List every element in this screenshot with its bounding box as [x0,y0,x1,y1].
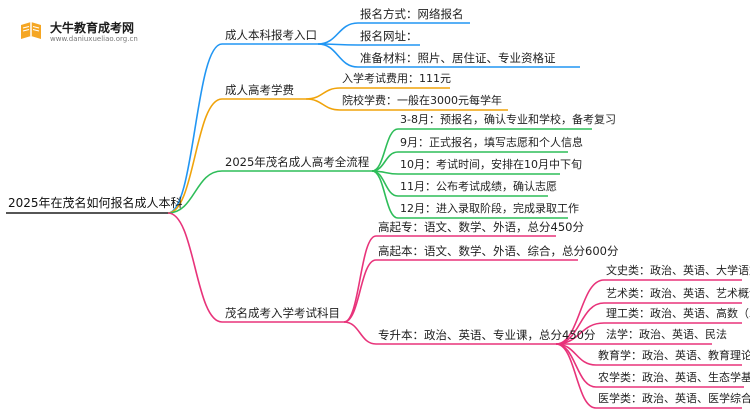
site-logo: 大牛教育成考网 www.daniuxueliao.org.cn [18,16,168,48]
process-item: 11月：公布考试成绩，确认志愿 [400,180,557,193]
connector-process-item [371,170,399,219]
category-item: 农学类：政治、英语、生态学基础 [598,371,750,384]
category-item: 文史类：政治、英语、大学语文 [606,264,750,277]
process-item: 9月：正式报名，填写志愿和个人信息 [400,136,583,149]
category-item: 法学：政治、英语、民法 [606,328,727,341]
branch-fees: 成人高考学费 [225,83,294,97]
connector-root-fees [167,98,223,214]
category-item: 理工类：政治、英语、高数（二） [606,307,750,320]
logo-url: www.daniuxueliao.org.cn [50,35,138,43]
fee-item: 院校学费：一般在3000元每学年 [342,94,502,107]
entry-item: 报名方式：网络报名 [360,7,464,21]
entry-item: 报名网址： [360,29,418,43]
subject-item: 专升本：政治、英语、专业课，总分450分 [378,328,596,342]
connector-root-entry [167,43,223,214]
process-item: 12月：进入录取阶段，完成录取工作 [400,202,579,215]
connector-fee-item [305,98,341,111]
connector-process-item [371,151,399,172]
connector-subject-item [343,259,377,323]
connector-entry-item [317,43,359,68]
connector-category-item [555,343,597,409]
connector-fee-item [305,87,341,100]
fee-item: 入学考试费用：111元 [342,72,451,85]
book-logo-icon [21,22,41,39]
connector-process-item [371,128,399,172]
connector-subject-item [343,321,377,345]
entry-item: 准备材料：照片、居住证、专业资格证 [360,51,556,65]
connector-entry-item [317,22,359,45]
branch-subjects: 茂名成考入学考试科目 [225,306,340,320]
connector-category-item [555,343,597,388]
category-item: 艺术类：政治、英语、艺术概论 [606,287,750,300]
subject-item: 高起本：语文、数学、外语、综合，总分600分 [378,244,619,258]
process-item: 10月：考试时间，安排在10月中下旬 [400,158,582,171]
branch-entry: 成人本科报考入口 [225,28,317,42]
logo-name: 大牛教育成考网 [50,21,135,35]
subject-item: 高起专：语文、数学、外语，总分450分 [378,220,584,234]
connector-root-subjects [167,212,223,323]
root-node: 2025年在茂名如何报名成人本科 [8,196,183,210]
category-item: 教育学：政治、英语、教育理论 [598,349,750,362]
process-item: 3-8月：预报名，确认专业和学校，备考复习 [400,113,616,126]
connector-category-item [555,279,605,345]
category-item: 医学类：政治、英语、医学综合 [598,392,750,405]
connector-root-process [167,170,223,214]
connector-subject-item [343,235,377,323]
branch-process: 2025年茂名成人高考全流程 [225,155,370,169]
